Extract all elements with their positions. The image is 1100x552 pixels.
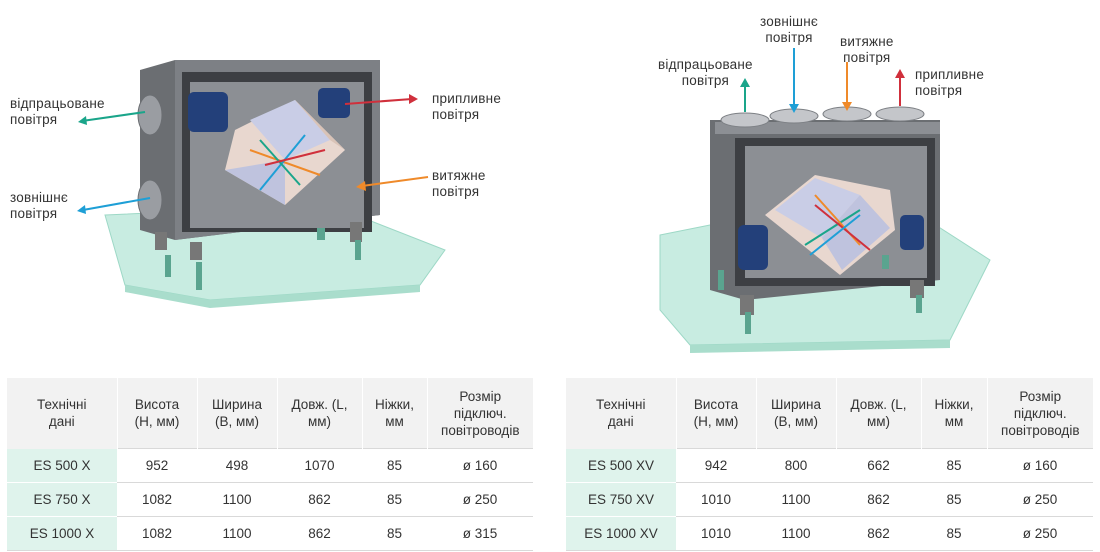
header-length: Довж. (L, мм) [277,378,363,449]
legs-cell: 85 [362,448,427,483]
header-tech-data: Технічні дані [7,378,118,449]
header-tech-data: Технічні дані [566,378,677,449]
length-cell: 862 [277,516,362,551]
header-legs: Ніжки, мм [921,378,988,449]
length-cell: 862 [836,516,921,551]
table-row: ES 1000 X 1082 1100 862 85 ø 315 [7,516,533,551]
header-height: Висота (H, мм) [117,378,198,449]
width-cell: 1100 [197,516,277,551]
model-cell: ES 750 X [7,482,117,517]
unit-illustration-vertical: відпрацьоване повітря зовнішнє повітря в… [560,0,1100,360]
header-legs: Ніжки, мм [362,378,428,449]
label-supply-air: припливне повітря [432,91,502,122]
width-cell: 498 [197,448,277,483]
spec-table-vertical: Технічні дані Висота (H, мм) Ширина (B, … [566,378,1093,551]
header-duct-size: Розмір підключ. повітроводів [427,378,533,449]
table-header-row: Технічні дані Висота (H, мм) Ширина (B, … [7,378,533,449]
duct-cell: ø 250 [987,516,1093,551]
label-supply-air: припливне повітря [915,67,985,98]
duct-cell: ø 160 [987,448,1093,483]
spec-table-horizontal: Технічні дані Висота (H, мм) Ширина (B, … [7,378,533,551]
label-exhaust-air: відпрацьоване повітря [658,57,753,88]
height-cell: 1010 [676,482,756,517]
height-cell: 1010 [676,516,756,551]
height-cell: 942 [676,448,756,483]
horizontal-unit-drawing [77,60,446,308]
header-width: Ширина (B, мм) [197,378,278,449]
header-duct-size: Розмір підключ. повітроводів [987,378,1093,449]
table-row: ES 750 XV 1010 1100 862 85 ø 250 [566,482,1093,517]
width-cell: 1100 [197,482,277,517]
height-cell: 952 [117,448,197,483]
header-height: Висота (H, мм) [676,378,757,449]
model-cell: ES 750 XV [566,482,676,517]
label-extract-air: витяжне повітря [432,168,486,199]
table-header-row: Технічні дані Висота (H, мм) Ширина (B, … [566,378,1093,449]
legs-cell: 85 [921,482,987,517]
width-cell: 1100 [756,516,836,551]
model-cell: ES 1000 XV [566,516,676,551]
model-cell: ES 500 X [7,448,117,483]
height-cell: 1082 [117,516,197,551]
width-cell: 1100 [756,482,836,517]
length-cell: 1070 [277,448,362,483]
label-outdoor-air: зовнішнє повітря [760,14,818,45]
table-row: ES 1000 XV 1010 1100 862 85 ø 250 [566,516,1093,551]
unit-illustration-horizontal: відпрацьоване повітря зовнішнє повітря п… [0,0,540,360]
width-cell: 800 [756,448,836,483]
duct-cell: ø 315 [427,516,533,551]
duct-cell: ø 250 [987,482,1093,517]
model-cell: ES 1000 X [7,516,117,551]
legs-cell: 85 [921,516,987,551]
legs-cell: 85 [362,516,427,551]
table-row: ES 500 X 952 498 1070 85 ø 160 [7,448,533,483]
label-exhaust-air: відпрацьоване повітря [10,96,105,127]
table-row: ES 500 XV 942 800 662 85 ø 160 [566,448,1093,483]
table-row: ES 750 X 1082 1100 862 85 ø 250 [7,482,533,517]
vertical-unit-drawing [659,48,991,353]
label-extract-air: витяжне повітря [840,34,894,65]
height-cell: 1082 [117,482,197,517]
header-width: Ширина (B, мм) [756,378,837,449]
legs-cell: 85 [921,448,987,483]
label-outdoor-air: зовнішнє повітря [10,190,68,221]
header-length: Довж. (L, мм) [836,378,922,449]
length-cell: 662 [836,448,921,483]
length-cell: 862 [277,482,362,517]
legs-cell: 85 [362,482,427,517]
duct-cell: ø 250 [427,482,533,517]
model-cell: ES 500 XV [566,448,676,483]
duct-cell: ø 160 [427,448,533,483]
length-cell: 862 [836,482,921,517]
